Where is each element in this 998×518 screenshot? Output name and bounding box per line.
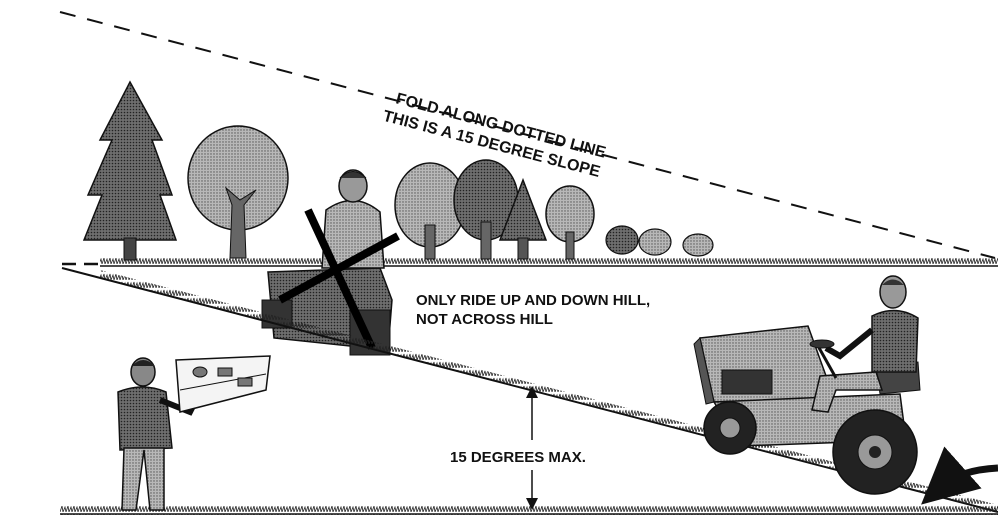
uphill-direction-arrow xyxy=(942,468,998,486)
conifer-tree-icon xyxy=(84,82,176,260)
tree-cluster-icon xyxy=(395,160,713,259)
ride-direction-line1: ONLY RIDE UP AND DOWN HILL, xyxy=(416,292,650,309)
max-angle-label: 15 DEGREES MAX. xyxy=(450,449,586,466)
background-trees xyxy=(84,82,713,260)
deciduous-tree-icon xyxy=(188,126,288,258)
slope-guide-card xyxy=(176,356,270,412)
ride-direction-line2: NOT ACROSS HILL xyxy=(416,311,553,328)
horizon-grass xyxy=(100,258,998,266)
person-with-guide xyxy=(118,356,270,510)
